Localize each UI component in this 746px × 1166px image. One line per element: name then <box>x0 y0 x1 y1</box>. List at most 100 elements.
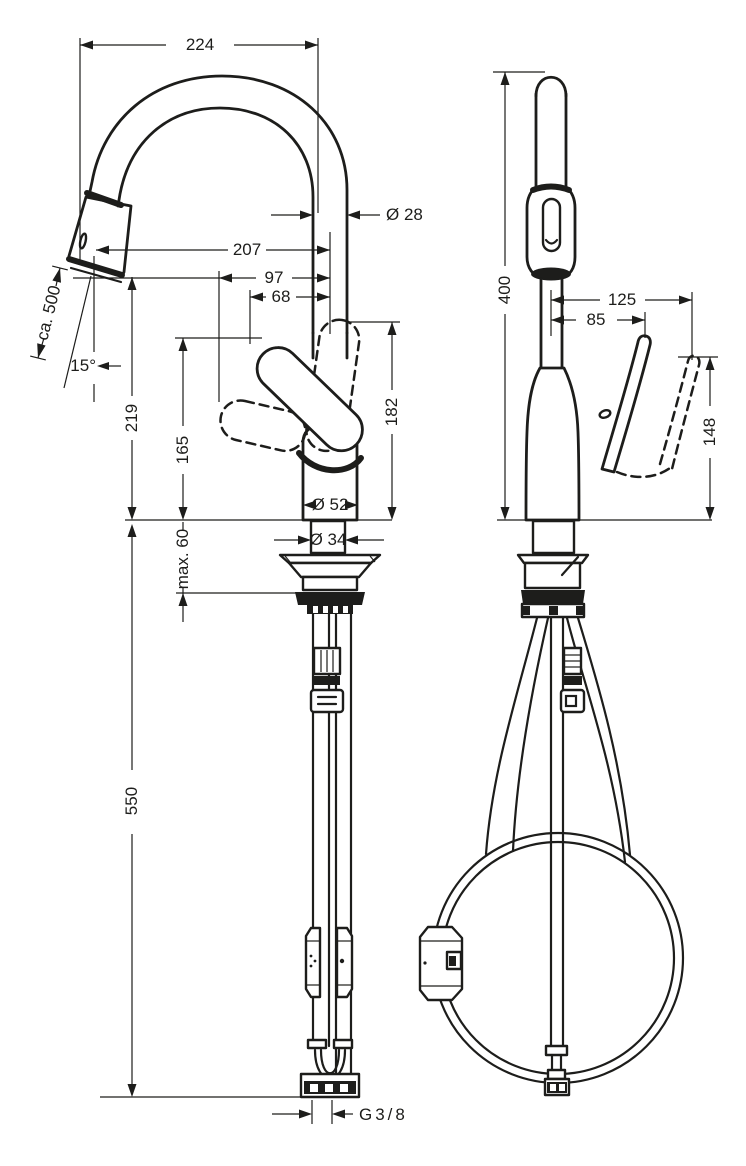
hose-connector-block-front <box>559 688 586 714</box>
spout-outer-curve <box>87 74 349 335</box>
manifold-slot <box>325 1084 333 1092</box>
nut-slit <box>333 606 338 613</box>
weight-half-left <box>304 926 322 999</box>
nut-slit <box>343 606 348 613</box>
escutcheon-skirt-side <box>287 561 373 579</box>
side-view: 224 Ø 28 207 <box>30 35 423 1124</box>
plate-tick-right <box>369 555 376 563</box>
dimension-handle-height: 165 <box>173 337 262 520</box>
dimension-handle-top-height: 182 <box>348 321 401 520</box>
dim-97-label: 97 <box>265 268 284 287</box>
weight-dot <box>309 954 313 958</box>
dim-28-label: Ø 28 <box>386 205 423 224</box>
hose-loop-inner <box>440 840 676 1076</box>
dim-85-label: 85 <box>587 310 606 329</box>
dimension-handle-height-front: 148 <box>678 356 719 520</box>
dim-max60-label: max. 60 <box>173 529 192 589</box>
dimension-pipe-diameter: Ø 28 <box>271 205 423 224</box>
dim-34-label: Ø 34 <box>310 530 347 549</box>
left-hose-curve <box>484 616 539 856</box>
left-hose-curve <box>511 616 550 853</box>
front-mounting <box>516 519 590 619</box>
handle-socket <box>296 450 364 474</box>
dim-ca500-label: ca. 500 <box>33 284 65 343</box>
spray-head-slot <box>541 197 562 253</box>
side-hoses <box>299 612 361 1099</box>
dim-125-label: 125 <box>608 290 636 309</box>
mounting-body-front <box>523 561 582 590</box>
dim-15deg-label: 15° <box>70 356 96 375</box>
dimension-handle-swing: 125 <box>550 290 693 360</box>
dimension-max-counter: max. 60 <box>173 522 298 622</box>
spray-head-side <box>66 190 133 284</box>
dimension-aerator-reach: 207 <box>96 240 330 259</box>
front-dimensions: 400 125 85 <box>493 71 719 520</box>
fitting-foot-band <box>547 1082 567 1093</box>
spout-inner-curve <box>116 106 315 335</box>
dim-165-label: 165 <box>173 436 192 464</box>
dimension-handle-front: 68 <box>250 287 330 306</box>
block-slot <box>564 694 578 708</box>
side-mounting <box>278 519 382 614</box>
handle-base-hole <box>598 409 612 419</box>
dim-52-label: Ø 52 <box>312 495 349 514</box>
hose-connector-block <box>309 688 345 714</box>
spray-head-rim <box>531 267 571 281</box>
weight-dot <box>309 964 313 968</box>
dimension-thread: G3/8 <box>272 1100 408 1124</box>
spray-head-seam <box>84 190 124 208</box>
spacer-ring-side <box>301 575 359 592</box>
dim-182-label: 182 <box>382 398 401 426</box>
aerator-face <box>66 256 125 278</box>
handle-position-flat-dashed <box>219 399 307 453</box>
side-bottom-fittings <box>299 1038 361 1099</box>
nut-slit <box>313 606 318 613</box>
nut-detail <box>549 606 558 615</box>
fitting-neck <box>546 1068 567 1081</box>
weight-half-right <box>335 926 354 999</box>
plate-tick-left <box>284 555 291 563</box>
spout-arc <box>87 74 349 360</box>
weight-dot <box>423 961 427 965</box>
hose-end-collar <box>332 1038 354 1050</box>
hose-connector-band <box>314 676 340 685</box>
dim-g38-label: G3/8 <box>359 1105 408 1124</box>
front-view: 400 125 85 <box>418 71 719 1097</box>
hose-connector-band-front <box>563 676 582 685</box>
shank-side <box>309 519 347 555</box>
weight-notch-fill <box>449 956 456 966</box>
dimension-handle-length: 85 <box>551 310 646 338</box>
fitting-slot <box>550 1084 556 1091</box>
dimension-spray-angle: 15° <box>63 256 121 402</box>
seal-washer-side <box>295 592 365 605</box>
weight-screw <box>339 958 345 964</box>
handle-arc-dashed-front <box>615 466 672 479</box>
handle-lever-side <box>255 346 364 453</box>
escutcheon-plate-front <box>516 553 590 565</box>
dimension-aerator-height: 219 <box>122 277 141 520</box>
body-and-handle-side <box>219 318 364 522</box>
nut-detail <box>522 606 530 615</box>
weight-body <box>418 925 464 1002</box>
aerator-face-edge <box>69 266 123 284</box>
hose-weight-front <box>418 925 464 1002</box>
spray-head-slot-shade <box>544 238 559 245</box>
mounting-nut-side <box>307 605 353 614</box>
faucet-body-front <box>524 366 581 522</box>
dimension-base-diameter: Ø 52 <box>303 495 358 514</box>
manifold-slot <box>340 1084 348 1092</box>
side-faucet <box>66 74 382 1099</box>
front-bottom-fitting <box>543 1044 571 1097</box>
spout-top-cap <box>534 76 568 98</box>
right-hose-curve <box>576 616 632 857</box>
dimension-shank-diameter: Ø 34 <box>274 530 384 549</box>
dim-207-label: 207 <box>233 240 261 259</box>
shank-front <box>531 519 576 555</box>
handle-lever-front <box>600 334 652 474</box>
dim-224-label: 224 <box>186 35 214 54</box>
seal-washer-front <box>521 590 585 604</box>
dimension-pullout-hose: ca. 500 <box>30 265 68 361</box>
front-hoses <box>418 616 685 1097</box>
